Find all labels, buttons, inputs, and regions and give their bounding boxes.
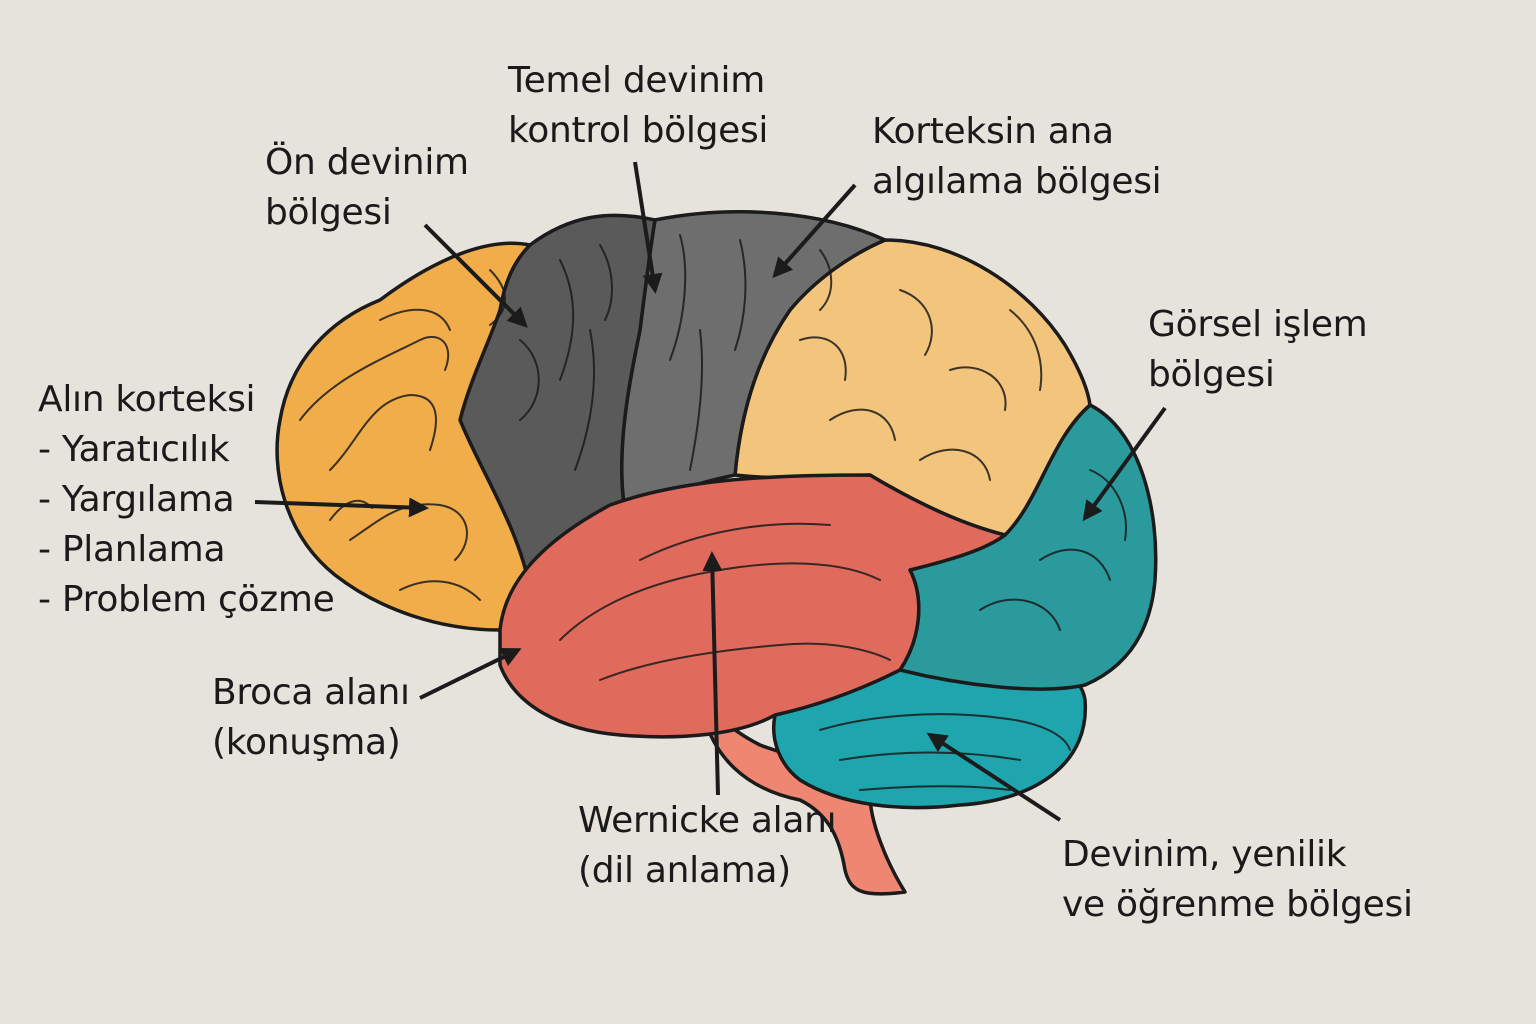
label-line: ve öğrenme bölgesi [1062,884,1413,925]
label-line: Temel devinim [508,60,765,101]
label-line: algılama bölgesi [872,161,1162,202]
arrow-wernicke [702,551,723,796]
label-line: (dil anlama) [578,850,791,891]
label-cerebellum: Devinim, yenilik ve öğrenme bölgesi [1062,830,1413,930]
label-prefrontal-item: - Yargılama [38,479,235,520]
arrow-motor [633,161,663,294]
label-line: Korteksin ana [872,111,1114,152]
label-broca: Broca alanı (konuşma) [212,668,410,768]
label-line: Broca alanı [212,672,410,713]
label-sensory: Korteksin ana algılama bölgesi [872,107,1162,207]
label-line: bölgesi [1148,354,1275,395]
arrow-premotor [423,223,528,328]
label-line: Görsel işlem [1148,304,1368,345]
label-line: Ön devinim [265,142,469,183]
label-prefrontal: Alın korteksi - Yaratıcılık - Yargılama … [38,375,335,625]
label-prefrontal-item: - Planlama [38,529,226,570]
label-line: Devinim, yenilik [1062,834,1347,875]
arrow-cerebellum [926,732,1062,822]
label-premotor: Ön devinim bölgesi [265,138,469,238]
label-prefrontal-item: - Problem çözme [38,579,335,620]
label-motor: Temel devinim kontrol bölgesi [508,56,768,156]
pointer-arrows [254,161,1167,822]
arrow-visual [1082,406,1167,522]
arrow-prefrontal [254,497,429,518]
label-prefrontal-item: - Yaratıcılık [38,429,230,470]
label-wernicke: Wernicke alanı (dil anlama) [578,796,837,896]
label-line: (konuşma) [212,722,401,763]
label-visual: Görsel işlem bölgesi [1148,300,1368,400]
brainstem-region [698,698,907,896]
label-prefrontal-title: Alın korteksi [38,379,256,420]
label-line: kontrol bölgesi [508,110,769,151]
label-line: Wernicke alanı [578,800,837,841]
arrow-sensory [772,183,857,278]
label-line: bölgesi [265,192,392,233]
arrow-broca [419,648,522,700]
